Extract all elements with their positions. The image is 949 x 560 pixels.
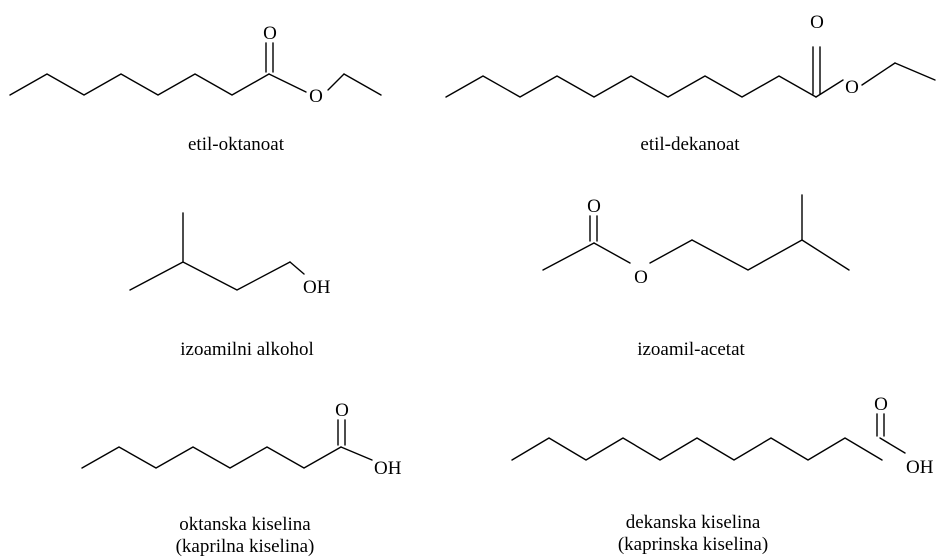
ester-oxygen-label: O [634,267,648,288]
molecule-izoamil-acetat: O O izoamil-acetat [542,194,850,360]
ester-bond [268,73,307,93]
hydroxyl-bond [289,261,305,275]
molecule-izoamilni-alkohol: OH izoamilni alkohol [129,212,331,360]
carbonyl-oxygen-label: O [810,12,824,33]
alkyl-chain [511,437,883,461]
molecule-caption-line-1: oktanska kiselina [179,514,311,535]
molecule-caption-line-2: (kaprinska kiselina) [618,534,768,555]
ethyl-bond [861,62,896,86]
ester-oxygen-label: O [845,77,859,98]
carbonyl-oxygen-label: O [587,196,601,217]
acetyl-methyl-bond [542,242,595,271]
ethyl-bond [327,73,345,91]
ester-bond [593,242,631,264]
molecule-etil-oktanoat: O O etil-oktanoat [9,23,382,155]
molecule-caption: etil-oktanoat [188,134,285,155]
hydroxyl-label: OH [906,457,934,478]
ester-oxygen-label: O [309,86,323,107]
ethyl-bond [343,73,382,96]
molecule-caption: izoamilni alkohol [180,339,314,360]
molecule-etil-dekanoat: O O etil-dekanoat [445,12,936,155]
molecule-caption: etil-dekanoat [640,134,740,155]
molecule-oktanska-kiselina: O OH oktanska kiselina (kaprilna kiselin… [81,400,402,557]
carbonyl-oxygen-label: O [874,394,888,415]
hydroxyl-bond [879,437,906,454]
ester-bond [649,239,693,264]
hydroxyl-bond [340,446,373,461]
molecule-caption: izoamil-acetat [637,339,745,360]
carbonyl-oxygen-label: O [335,400,349,421]
molecule-caption-line-1: dekanska kiselina [626,512,761,533]
ester-bond [815,79,844,98]
alkyl-chain [445,75,817,98]
ethyl-bond [894,62,936,81]
alkyl-chain [691,239,850,271]
hydroxyl-label: OH [303,277,331,298]
molecule-caption-line-2: (kaprilna kiselina) [176,536,315,557]
alkyl-chain [129,261,291,291]
carbonyl-oxygen-label: O [263,23,277,44]
alkyl-chain [9,73,270,96]
molecule-dekanska-kiselina: O OH dekanska kiselina (kaprinska kiseli… [511,394,934,555]
alkyl-chain [81,446,342,469]
hydroxyl-label: OH [374,458,402,479]
